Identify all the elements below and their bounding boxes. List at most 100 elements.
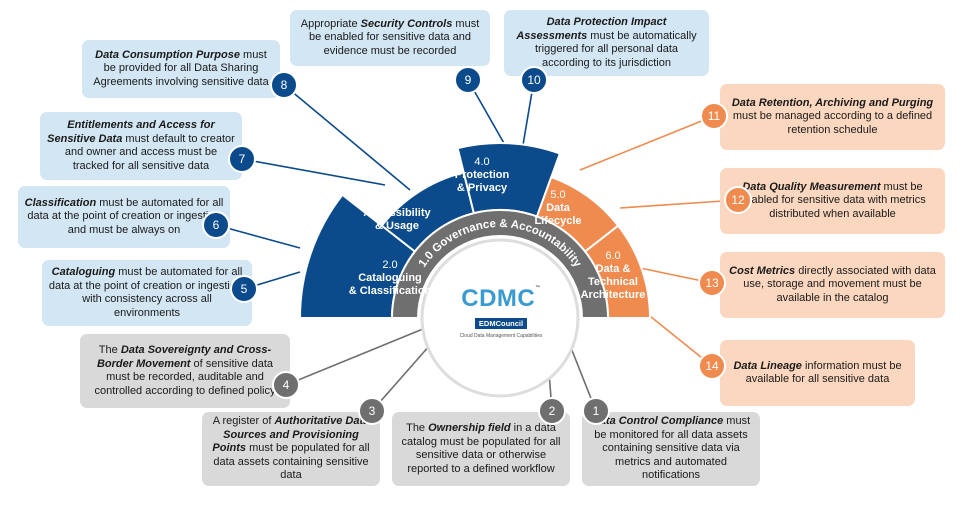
- control-text-keyword: Data Sovereignty and Cross-Border Moveme…: [96, 344, 272, 370]
- logo-tagline: Cloud Data Management Capabilities: [459, 333, 543, 339]
- control-box-8: Data Consumption Purpose must be provide…: [82, 40, 280, 98]
- control-number-badge-6: 6: [202, 211, 230, 239]
- control-text-body: must be provided for all Data Sharing Ag…: [93, 48, 269, 88]
- control-text-body: must be monitored for all data assets co…: [594, 415, 751, 482]
- logo-council: EDMCouncil: [474, 318, 528, 329]
- control-box-14: Data Lineage information must be availab…: [720, 340, 915, 406]
- control-box-13: Cost Metrics directly associated with da…: [720, 252, 945, 318]
- control-text-keyword: Authoritative Data Sources and Provision…: [212, 415, 370, 455]
- control-text: Cost Metrics directly associated with da…: [726, 265, 939, 306]
- control-text-keyword: Data Consumption Purpose: [95, 48, 240, 61]
- governance-ring-arc: [390, 209, 610, 319]
- segment-name-line: Protection: [454, 169, 510, 181]
- control-number-badge-2: 2: [538, 397, 566, 425]
- control-text: Cataloguing must be automated for all da…: [48, 266, 246, 320]
- segment-number: 4.0: [474, 156, 490, 168]
- segment-name-line: Data: [546, 202, 570, 214]
- control-box-11: Data Retention, Archiving and Purging mu…: [720, 84, 945, 150]
- control-text-keyword: Data Retention, Archiving and Purging: [731, 96, 934, 109]
- control-number-badge-7: 7: [228, 145, 256, 173]
- connector-line-8: [283, 84, 411, 191]
- control-text-prefix: A register of: [212, 415, 275, 428]
- control-text-keyword: Data Lineage: [733, 359, 802, 372]
- control-text-keyword: Data Control Compliance: [591, 415, 724, 428]
- control-text-body: must be enabled for sensitive data with …: [739, 180, 926, 220]
- control-box-10: Data Protection Impact Assessments must …: [504, 10, 709, 76]
- segment-number: 2.0: [382, 259, 398, 271]
- control-text-body: must be enabled for sensitive data and e…: [308, 17, 480, 57]
- control-text: The Ownership field in a data catalog mu…: [398, 422, 564, 476]
- segment-number: 6.0: [605, 250, 621, 262]
- control-text-keyword: Entitlements and Access for Sensitive Da…: [47, 119, 215, 145]
- connector-line-6: [215, 224, 301, 249]
- control-text-body: must default to creator and owner and ac…: [64, 132, 235, 172]
- control-text-body: directly associated with data use, stora…: [743, 264, 936, 304]
- control-text: Entitlements and Access for Sensitive Da…: [46, 119, 236, 173]
- control-text: Data Quality Measurement must be enabled…: [726, 181, 939, 222]
- connector-line-12: [619, 199, 739, 209]
- control-number-badge-4: 4: [272, 371, 300, 399]
- control-text-body: must be automatically triggered for all …: [534, 29, 697, 69]
- control-text-keyword: Ownership field: [428, 422, 511, 434]
- segment-name-line: Accessibility: [363, 207, 431, 219]
- segment-number: 3.0: [389, 194, 405, 206]
- control-box-3: A register of Authoritative Data Sources…: [202, 412, 380, 486]
- control-number-badge-3: 3: [358, 397, 386, 425]
- control-text: The Data Sovereignty and Cross-Border Mo…: [86, 344, 284, 398]
- control-text-body: must be automated for all data at the po…: [48, 266, 246, 319]
- control-text-prefix: The: [98, 344, 121, 356]
- control-text-keyword: Cost Metrics: [729, 264, 796, 277]
- segment-name-line: Data &: [595, 263, 631, 275]
- control-text: A register of Authoritative Data Sources…: [208, 415, 374, 483]
- segment-name-line: Lifecycle: [534, 215, 582, 227]
- control-number-badge-14: 14: [698, 352, 726, 380]
- control-text: Appropriate Security Controls must be en…: [296, 18, 484, 59]
- control-text-keyword: Data Quality Measurement: [742, 180, 881, 193]
- control-number-badge-11: 11: [700, 102, 728, 130]
- segment-name-line: & Privacy: [456, 182, 508, 194]
- control-box-1: Data Control Compliance must be monitore…: [582, 412, 760, 486]
- control-text-body: information must be available for all se…: [745, 359, 902, 386]
- segment-name-line: & Classification: [348, 285, 432, 297]
- control-text: Data Protection Impact Assessments must …: [510, 16, 703, 70]
- control-number-badge-13: 13: [698, 269, 726, 297]
- control-text-keyword: Data Protection Impact Assessments: [516, 16, 667, 42]
- segment-name-line: & Usage: [374, 220, 420, 232]
- control-text-body: must be managed according to a defined r…: [732, 110, 933, 136]
- connector-line-11: [579, 115, 715, 171]
- control-text-body: in a data catalog must be populated for …: [401, 422, 561, 475]
- control-text: Data Consumption Purpose must be provide…: [88, 49, 274, 90]
- connector-line-4: [285, 319, 446, 386]
- control-box-9: Appropriate Security Controls must be en…: [290, 10, 490, 66]
- segment-name-line: Technical: [588, 276, 638, 288]
- control-text-body: must be automated for all data at the po…: [27, 196, 224, 236]
- control-number-badge-9: 9: [454, 66, 482, 94]
- segment-name-line: Cataloguing: [358, 272, 422, 284]
- control-number-badge-12: 12: [724, 186, 752, 214]
- control-text: Data Retention, Archiving and Purging mu…: [726, 97, 939, 138]
- segment-name-line: Architecture: [580, 289, 646, 301]
- control-number-badge-5: 5: [230, 275, 258, 303]
- control-box-2: The Ownership field in a data catalog mu…: [392, 412, 570, 486]
- control-box-5: Cataloguing must be automated for all da…: [42, 260, 252, 326]
- control-box-7: Entitlements and Access for Sensitive Da…: [40, 112, 242, 180]
- control-box-4: The Data Sovereignty and Cross-Border Mo…: [80, 334, 290, 408]
- control-text: Classification must be automated for all…: [24, 197, 224, 238]
- control-text: Data Lineage information must be availab…: [726, 360, 909, 387]
- control-number-badge-1: 1: [582, 397, 610, 425]
- control-number-badge-10: 10: [520, 66, 548, 94]
- control-text-keyword: Security Controls: [360, 17, 453, 30]
- control-number-badge-8: 8: [270, 71, 298, 99]
- control-box-6: Classification must be automated for all…: [18, 186, 230, 248]
- segment-number: 5.0: [550, 189, 566, 201]
- control-text-keyword: Classification: [24, 196, 97, 209]
- control-text: Data Control Compliance must be monitore…: [588, 415, 754, 483]
- connector-line-7: [241, 158, 386, 186]
- control-text-prefix: The: [406, 422, 429, 434]
- control-text-body: must be populated for all data assets co…: [213, 442, 370, 482]
